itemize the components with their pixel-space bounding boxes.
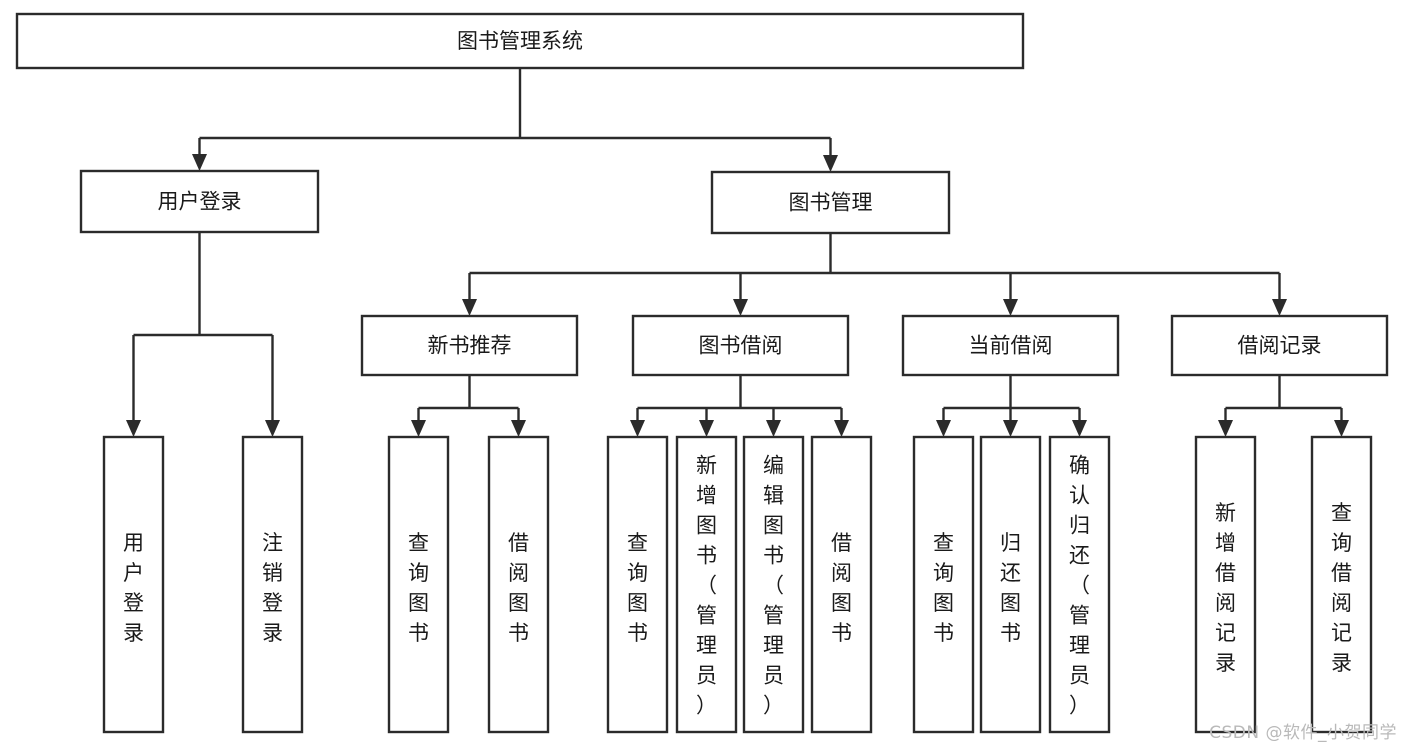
node-leaf-cb-confirm[interactable]: 确认归还（管理员） [1048,435,1111,734]
node-label-leaf-user-logout: 注销登录 [262,531,283,645]
connector-layer [126,68,1349,437]
arrow-head-book-borrow [733,299,748,316]
node-label-leaf-user-login: 用户登录 [123,531,144,645]
arrow-head-leaf-user-login [126,420,141,437]
node-box-book-borrow[interactable] [631,314,850,377]
arrow-head-leaf-bb-add [699,420,714,437]
arrow-head-leaf-br-add [1218,420,1233,437]
node-leaf-br-query[interactable]: 查询借阅记录 [1310,435,1373,734]
node-leaf-cb-query[interactable]: 查询图书 [912,435,975,734]
arrow-head-leaf-br-query [1334,420,1349,437]
node-label-book-borrow: 图书借阅 [699,334,783,358]
node-leaf-user-login[interactable]: 用户登录 [102,435,165,734]
node-label-leaf-bb-borrow: 借阅图书 [831,531,852,645]
node-root[interactable]: 图书管理系统 [15,12,1025,70]
node-label-new-book-rec: 新书推荐 [428,334,512,358]
node-box-root[interactable] [15,12,1025,70]
node-box-leaf-user-logout[interactable] [241,435,304,734]
node-box-new-book-rec[interactable] [360,314,579,377]
node-label-user-login: 用户登录 [158,190,242,214]
arrow-head-leaf-bb-borrow [834,420,849,437]
node-box-current-borrow[interactable] [901,314,1120,377]
arrow-head-current-borrow [1003,299,1018,316]
node-label-leaf-cb-return: 归还图书 [1000,531,1021,645]
node-book-borrow[interactable]: 图书借阅 [631,314,850,377]
arrow-head-user-login [192,154,207,171]
node-box-leaf-bb-query[interactable] [606,435,669,734]
node-box-leaf-br-add[interactable] [1194,435,1257,734]
arrow-head-leaf-cb-confirm [1072,420,1087,437]
node-user-login[interactable]: 用户登录 [79,169,320,234]
arrow-head-leaf-rec-borrow [511,420,526,437]
node-box-user-login[interactable] [79,169,320,234]
node-box-borrow-record[interactable] [1170,314,1389,377]
node-label-leaf-cb-confirm: 确认归还（管理员） [1069,454,1090,718]
arrow-head-leaf-user-logout [265,420,280,437]
node-box-leaf-rec-query[interactable] [387,435,450,734]
node-box-leaf-user-login[interactable] [102,435,165,734]
arrow-head-borrow-record [1272,299,1287,316]
node-leaf-rec-query[interactable]: 查询图书 [387,435,450,734]
arrow-head-leaf-rec-query [411,420,426,437]
node-box-leaf-bb-edit[interactable] [742,435,805,734]
node-label-leaf-bb-query: 查询图书 [627,531,648,645]
node-label-leaf-bb-edit: 编辑图书（管理员） [763,454,784,718]
arrow-head-book-manage [823,155,838,172]
node-label-current-borrow: 当前借阅 [969,334,1053,358]
arrow-head-leaf-cb-return [1003,420,1018,437]
node-current-borrow[interactable]: 当前借阅 [901,314,1120,377]
node-layer: 图书管理系统用户登录图书管理新书推荐图书借阅当前借阅借阅记录用户登录注销登录查询… [15,12,1389,734]
node-new-book-rec[interactable]: 新书推荐 [360,314,579,377]
node-leaf-user-logout[interactable]: 注销登录 [241,435,304,734]
arrow-head-new-book-rec [462,299,477,316]
node-box-leaf-cb-confirm[interactable] [1048,435,1111,734]
node-label-leaf-rec-query: 查询图书 [408,531,429,645]
node-leaf-bb-borrow[interactable]: 借阅图书 [810,435,873,734]
arrow-head-leaf-cb-query [936,420,951,437]
node-leaf-br-add[interactable]: 新增借阅记录 [1194,435,1257,734]
node-label-leaf-rec-borrow: 借阅图书 [508,531,529,645]
arrow-head-leaf-bb-edit [766,420,781,437]
node-leaf-rec-borrow[interactable]: 借阅图书 [487,435,550,734]
node-label-borrow-record: 借阅记录 [1238,334,1322,358]
node-book-manage[interactable]: 图书管理 [710,170,951,235]
node-label-leaf-br-add: 新增借阅记录 [1215,501,1236,675]
node-leaf-bb-edit[interactable]: 编辑图书（管理员） [742,435,805,734]
node-box-leaf-br-query[interactable] [1310,435,1373,734]
node-label-leaf-bb-add: 新增图书（管理员） [696,454,717,718]
node-borrow-record[interactable]: 借阅记录 [1170,314,1389,377]
node-box-leaf-cb-return[interactable] [979,435,1042,734]
node-box-leaf-bb-borrow[interactable] [810,435,873,734]
node-label-leaf-br-query: 查询借阅记录 [1331,501,1352,675]
csdn-watermark: CSDN @软件_小贺同学 [1209,723,1397,743]
node-box-leaf-cb-query[interactable] [912,435,975,734]
node-leaf-bb-add[interactable]: 新增图书（管理员） [675,435,738,734]
node-label-root: 图书管理系统 [457,29,583,53]
node-box-leaf-bb-add[interactable] [675,435,738,734]
node-leaf-bb-query[interactable]: 查询图书 [606,435,669,734]
node-box-leaf-rec-borrow[interactable] [487,435,550,734]
node-box-book-manage[interactable] [710,170,951,235]
arrow-head-leaf-bb-query [630,420,645,437]
node-label-book-manage: 图书管理 [789,191,873,215]
node-label-leaf-cb-query: 查询图书 [933,531,954,645]
node-leaf-cb-return[interactable]: 归还图书 [979,435,1042,734]
